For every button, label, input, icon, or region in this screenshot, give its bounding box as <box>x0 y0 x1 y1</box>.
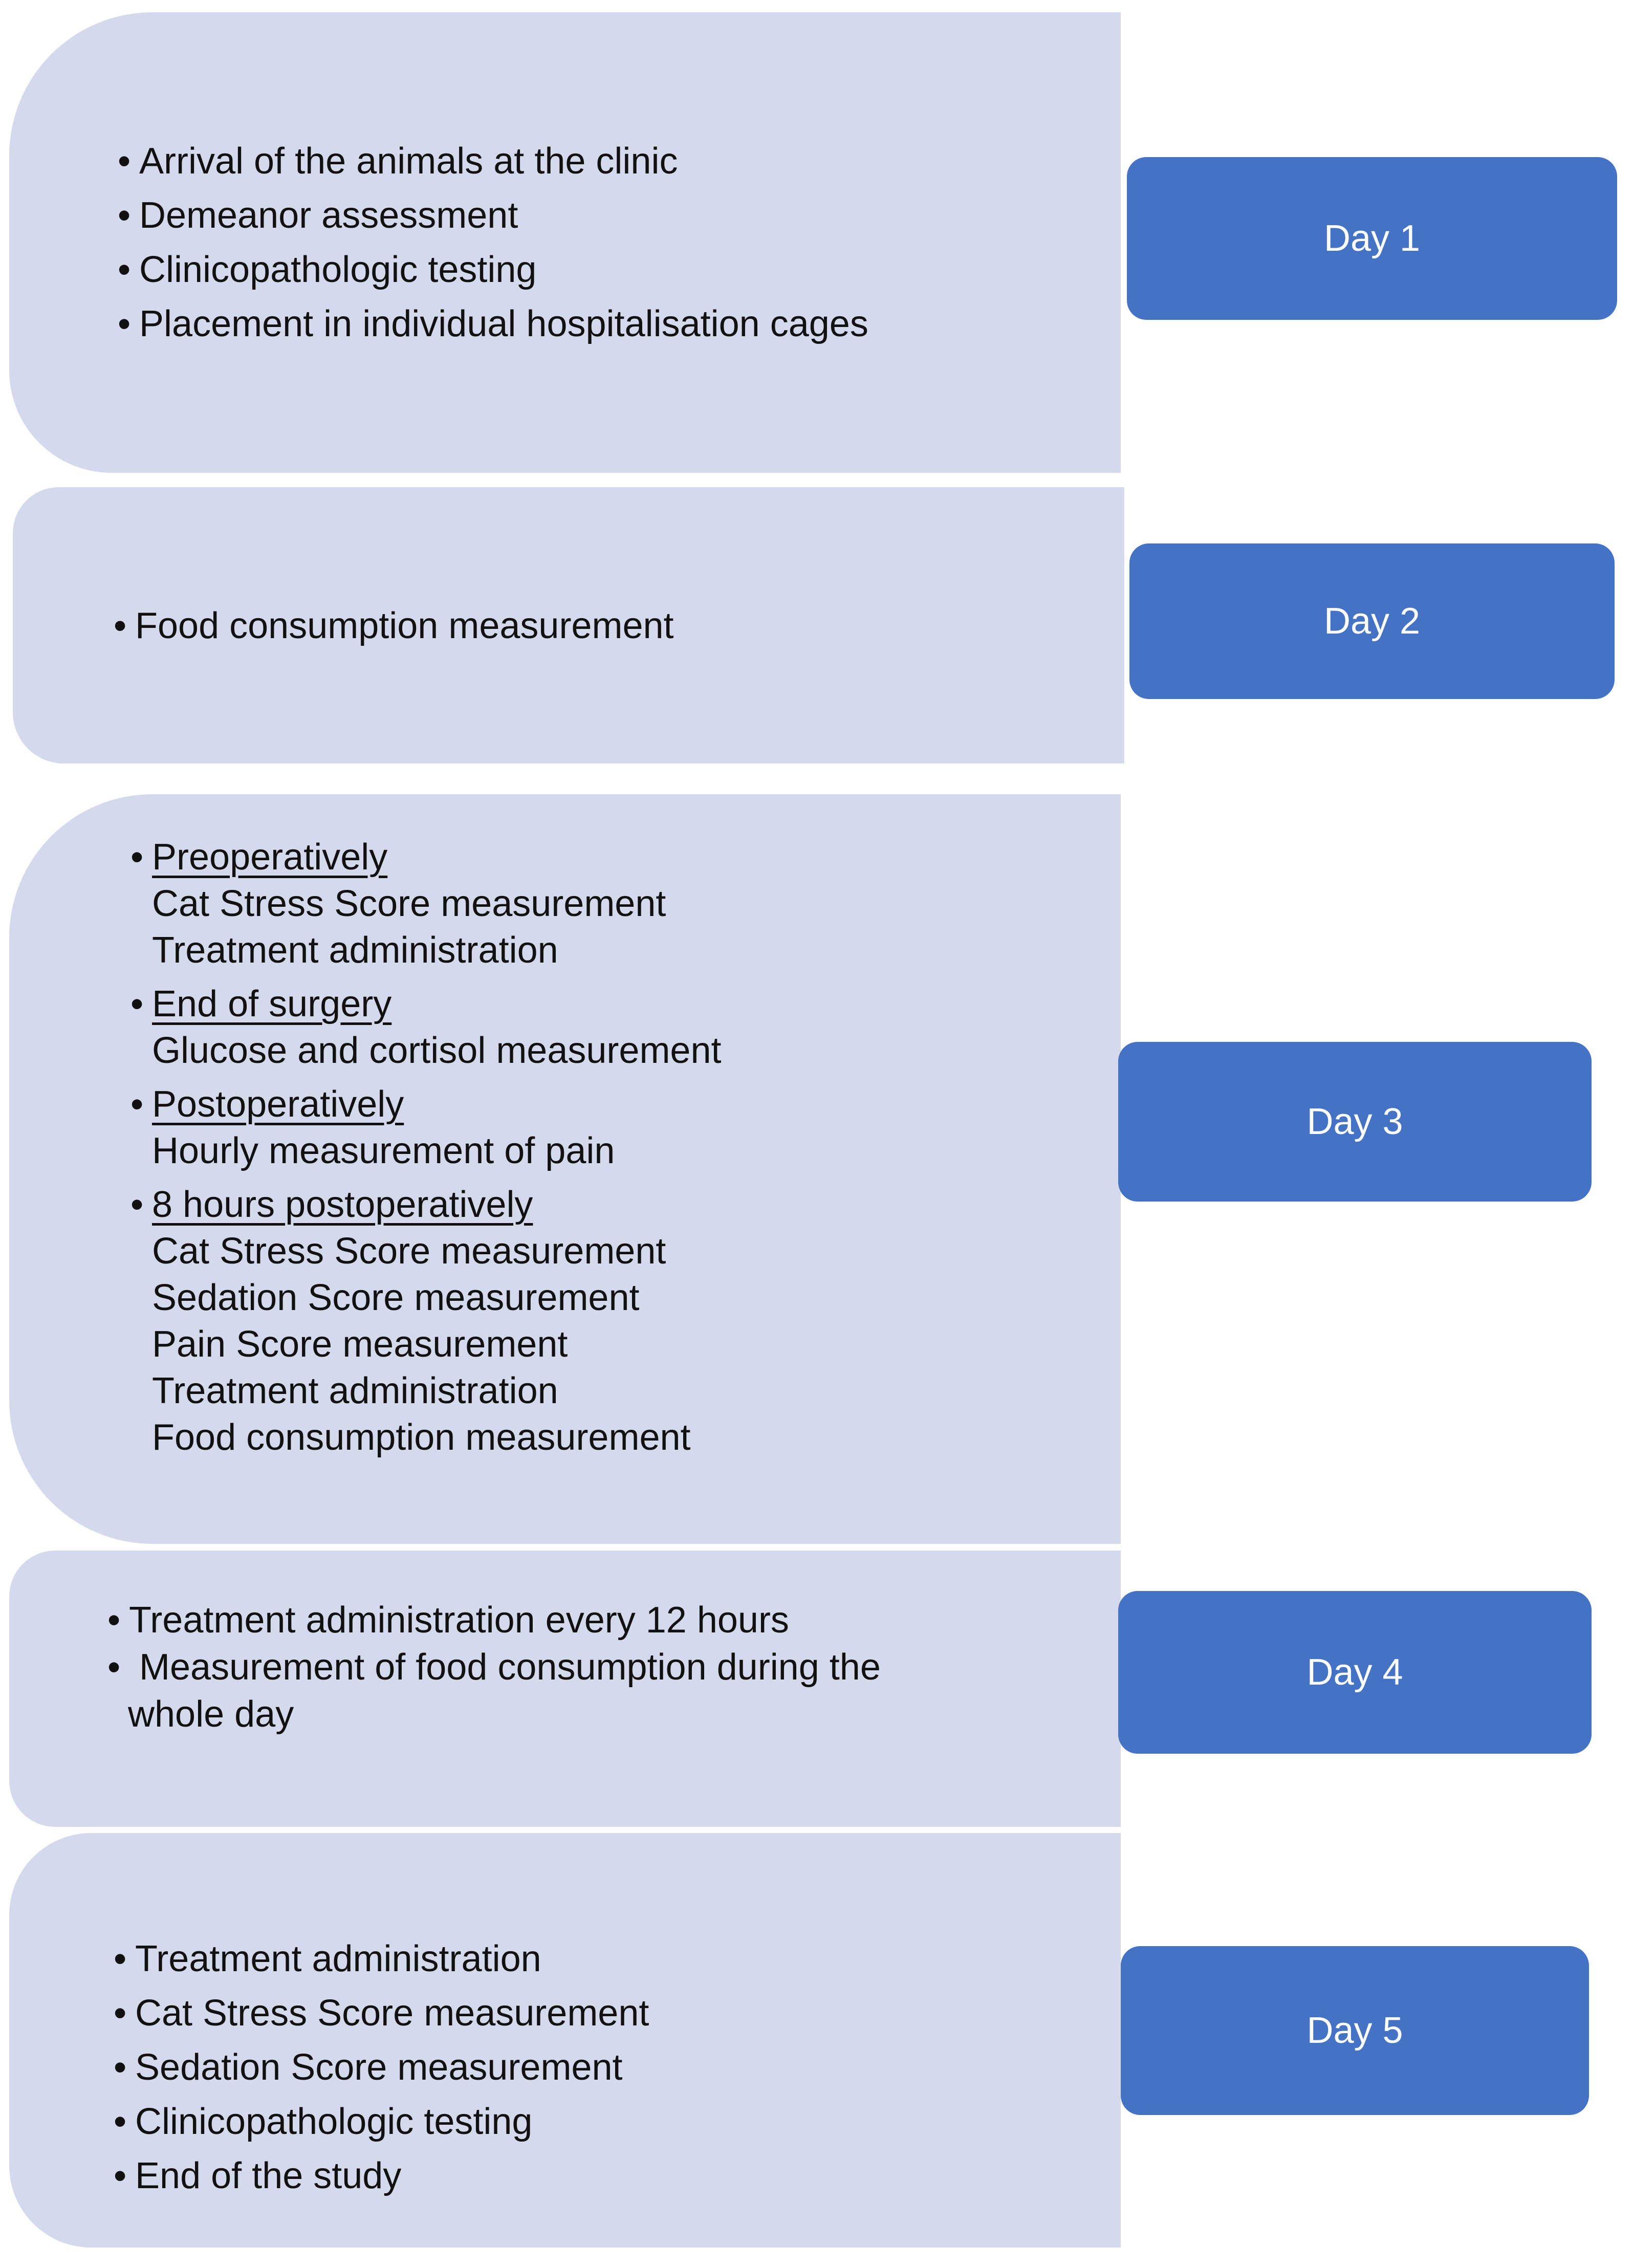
bullet-icon: • <box>130 1084 144 1125</box>
bullet-icon: • <box>130 1184 144 1225</box>
bullet-icon: • <box>107 1647 121 1688</box>
day-1-list: •Arrival of the animals at the clinic •D… <box>118 134 868 351</box>
list-item: • Measurement of food consumption during… <box>107 1644 881 1691</box>
list-item: Hourly measurement of pain <box>152 1130 615 1171</box>
bullet-icon: • <box>114 2101 127 2142</box>
list-item-text: Food consumption measurement <box>135 605 674 646</box>
day-3-label: Day 3 <box>1118 1042 1592 1202</box>
group-heading-text: End of surgery <box>152 984 392 1024</box>
group-heading: •End of surgery <box>130 981 722 1028</box>
list-item-text: Measurement of food consumption during t… <box>129 1647 881 1688</box>
day-5-panel <box>9 1833 1121 2248</box>
list-item: •Cat Stress Score measurement <box>114 1986 649 2040</box>
day-5-list: •Treatment administration •Cat Stress Sc… <box>114 1932 649 2203</box>
group-heading: •Postoperatively <box>130 1081 722 1128</box>
day-1-panel <box>9 12 1121 473</box>
day-5-label: Day 5 <box>1121 1946 1589 2115</box>
list-item-text: Cat Stress Score measurement <box>135 1993 649 2034</box>
list-item: •Treatment administration every 12 hours <box>107 1597 881 1644</box>
bullet-icon: • <box>118 303 131 344</box>
list-item-text: Clinicopathologic testing <box>139 249 537 290</box>
list-item: •Placement in individual hospitalisation… <box>118 297 868 351</box>
list-item-text: End of the study <box>135 2155 402 2196</box>
group-heading: •8 hours postoperatively <box>130 1182 722 1228</box>
list-item: Cat Stress Score measurement <box>152 1231 666 1272</box>
bullet-icon: • <box>107 1600 121 1641</box>
list-item: •Treatment administration <box>114 1932 649 1986</box>
group-heading-text: Postoperatively <box>152 1084 404 1125</box>
day-2-panel <box>13 487 1124 764</box>
list-item: •Demeanor assessment <box>118 188 868 243</box>
list-item-text: Clinicopathologic testing <box>135 2101 533 2142</box>
list-item: Cat Stress Score measurement <box>152 883 666 924</box>
group-heading-text: Preoperatively <box>152 837 388 878</box>
bullet-icon: • <box>130 837 144 878</box>
list-item: •Arrival of the animals at the clinic <box>118 134 868 188</box>
day-3-panel <box>9 794 1121 1544</box>
bullet-icon: • <box>118 141 131 182</box>
list-item: Treatment administration <box>152 930 558 971</box>
list-item: •Food consumption measurement <box>114 599 674 653</box>
day-4-label: Day 4 <box>1118 1591 1592 1754</box>
list-item: •Clinicopathologic testing <box>114 2095 649 2149</box>
day-2-list: •Food consumption measurement <box>114 599 674 653</box>
list-item: Pain Score measurement <box>152 1324 568 1365</box>
list-item-text: Demeanor assessment <box>139 195 518 236</box>
bullet-icon: • <box>118 249 131 290</box>
list-item: •End of the study <box>114 2149 649 2203</box>
bullet-icon: • <box>114 2155 127 2196</box>
bullet-icon: • <box>130 984 144 1024</box>
list-item-text: Treatment administration <box>135 1938 541 1979</box>
bullet-icon: • <box>114 1993 127 2034</box>
day-2-label: Day 2 <box>1129 543 1615 699</box>
day-1-label: Day 1 <box>1127 157 1617 320</box>
list-item: •Clinicopathologic testing <box>118 243 868 297</box>
list-item: Treatment administration <box>152 1370 558 1411</box>
list-item: •Sedation Score measurement <box>114 2040 649 2095</box>
list-item-text: Sedation Score measurement <box>135 2047 623 2088</box>
group-heading: •Preoperatively <box>130 834 722 881</box>
list-item-text: Placement in individual hospitalisation … <box>139 303 868 344</box>
bullet-icon: • <box>114 1938 127 1979</box>
list-item: Food consumption measurement <box>152 1417 691 1458</box>
day-4-list: •Treatment administration every 12 hours… <box>107 1597 881 1738</box>
list-item-text: Treatment administration every 12 hours <box>129 1600 789 1641</box>
bullet-icon: • <box>114 605 127 646</box>
bullet-icon: • <box>118 195 131 236</box>
list-item-text: Arrival of the animals at the clinic <box>139 141 678 182</box>
group-heading-text: 8 hours postoperatively <box>152 1184 533 1225</box>
list-item: Glucose and cortisol measurement <box>152 1030 722 1071</box>
day-4-panel <box>9 1551 1121 1827</box>
day-3-list: •Preoperatively Cat Stress Score measure… <box>130 834 722 1461</box>
list-item: Sedation Score measurement <box>152 1277 640 1318</box>
bullet-icon: • <box>114 2047 127 2088</box>
list-item-continuation: whole day <box>128 1694 294 1735</box>
